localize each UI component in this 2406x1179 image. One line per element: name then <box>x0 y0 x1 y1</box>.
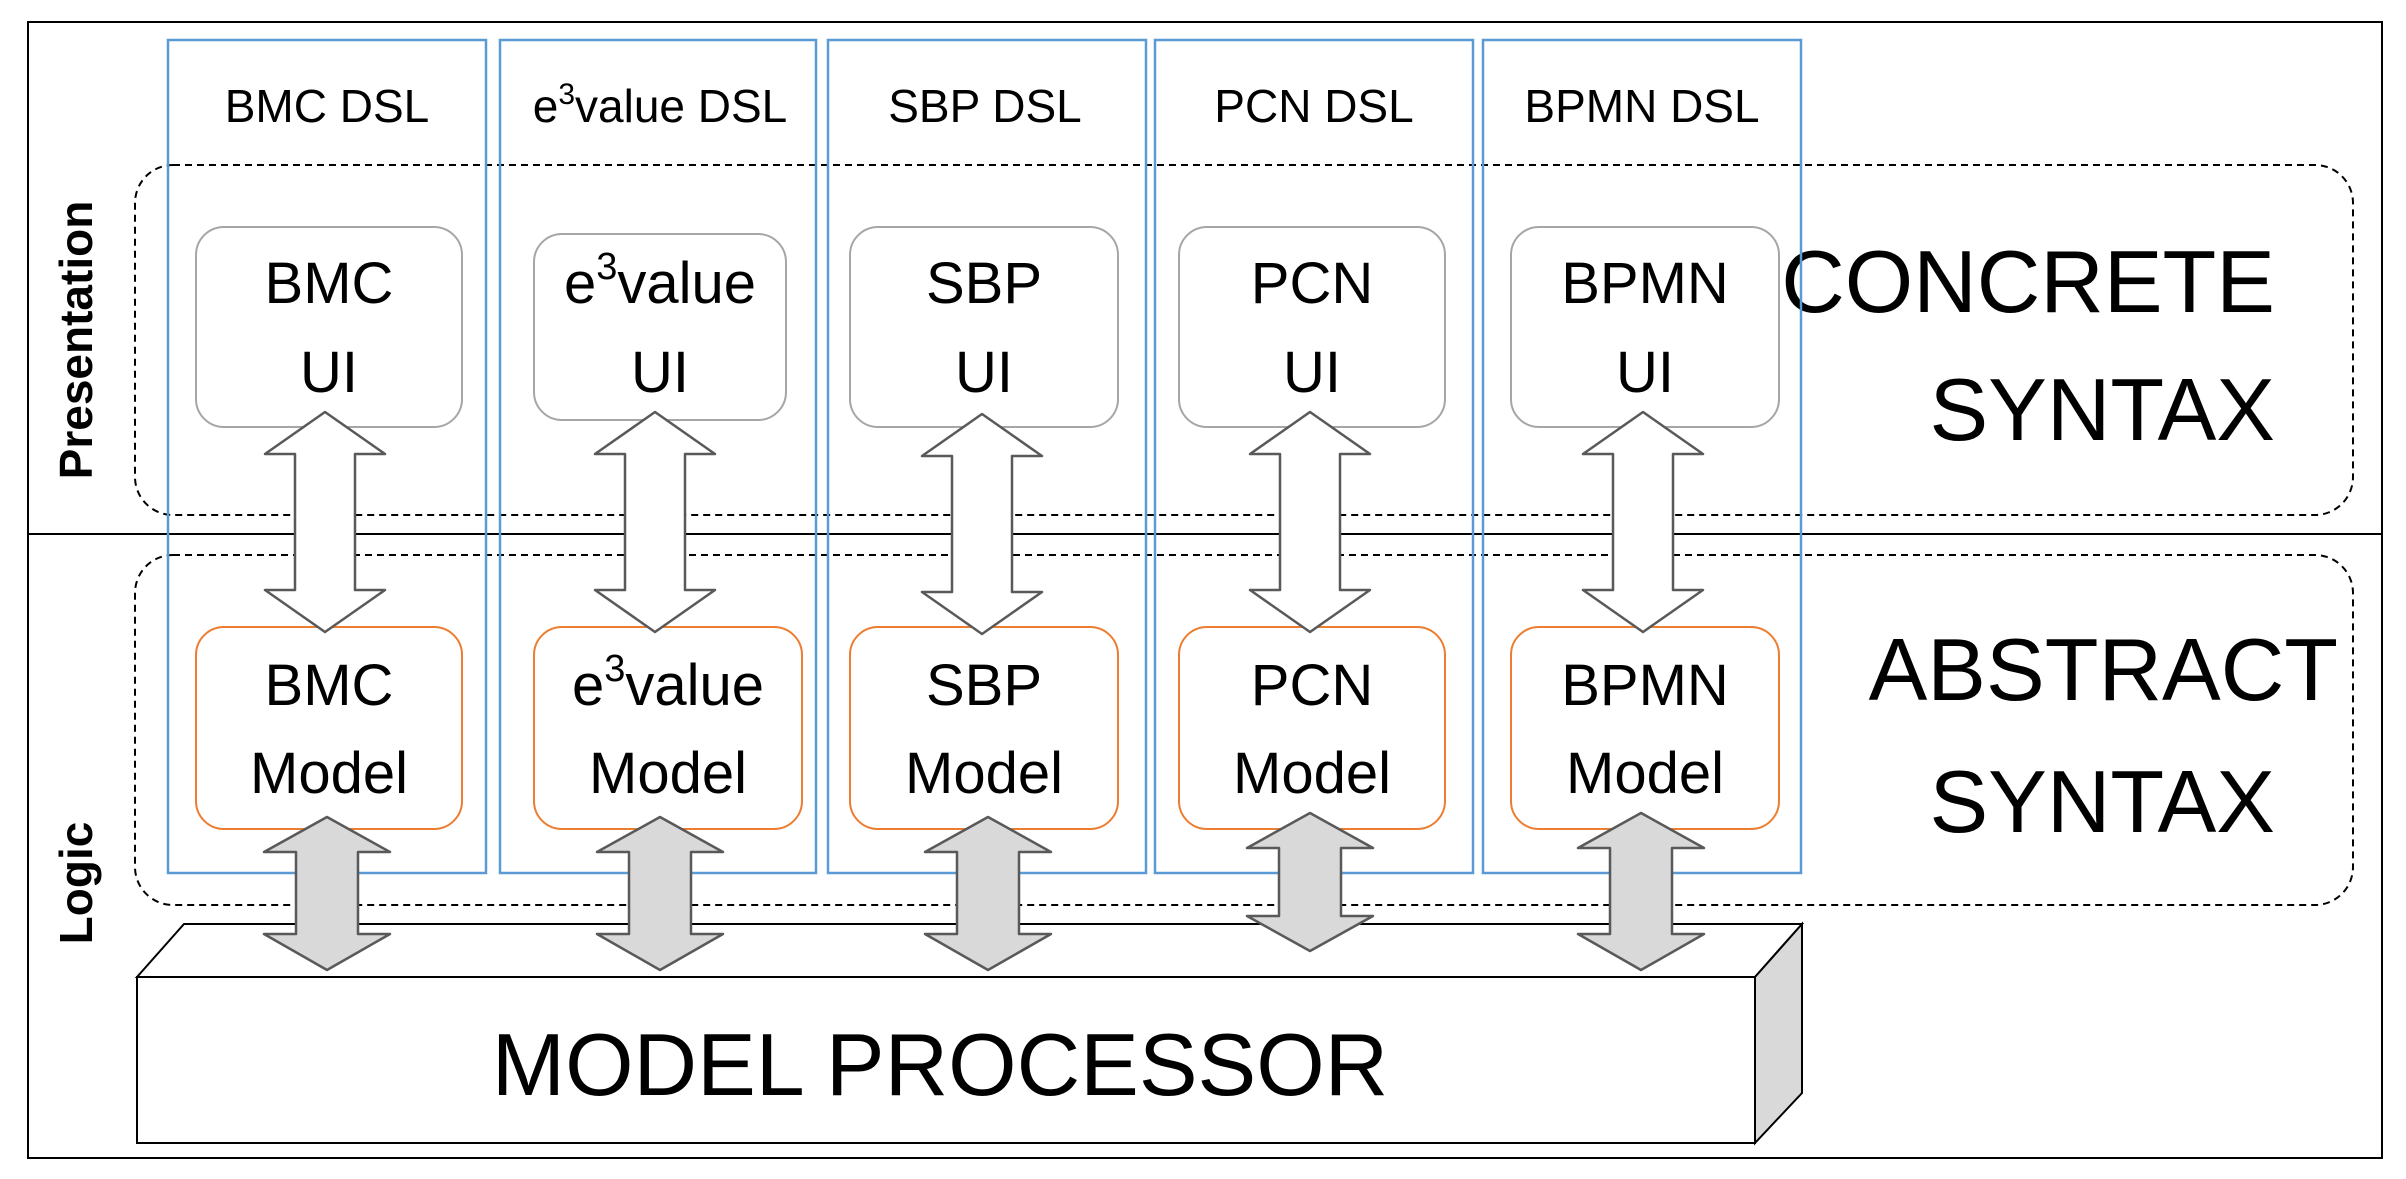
ui-box-label-line2: UI <box>1283 340 1341 405</box>
ui-box-label-line2: UI <box>955 340 1013 405</box>
model-box-label-line1: PCN <box>1251 653 1373 718</box>
abstract-syntax-title-line1: ABSTRACT <box>1869 620 2338 719</box>
ui-model-arrow-bmc <box>263 410 387 634</box>
dsl-column-e3value: e3value DSL e3value UI e3value Model <box>498 38 818 875</box>
model-processor-label: MODEL PROCESSOR <box>492 1015 1388 1114</box>
model-processor-arrow-pcn <box>1245 811 1375 953</box>
presentation-layer-label: Presentation <box>50 201 102 480</box>
model-processor-arrow-bmc <box>262 815 392 972</box>
ui-model-arrow-e3value <box>593 410 717 634</box>
dsl-header: PCN DSL <box>1214 80 1413 132</box>
concrete-syntax-title-line1: CONCRETE <box>1781 232 2275 331</box>
concrete-syntax-zone <box>134 164 2354 516</box>
model-box-label-line1: SBP <box>926 653 1042 718</box>
ui-box-label-line1: SBP <box>926 251 1042 316</box>
dsl-column-bmc: BMC DSL BMC UI BMC Model <box>166 38 488 875</box>
model-box-label-line2: Model <box>589 741 747 806</box>
ui-box-label-line2: UI <box>631 340 689 405</box>
dsl-column-pcn: PCN DSL PCN UI PCN Model <box>1153 38 1475 875</box>
ui-box-label-line2: UI <box>300 340 358 405</box>
model-processor-arrow-e3value <box>595 815 725 972</box>
model-box-label-line2: Model <box>1233 741 1391 806</box>
model-box-label-line2: Model <box>1566 741 1724 806</box>
ui-model-arrow-pcn <box>1248 410 1372 634</box>
ui-box-label-line2: UI <box>1616 340 1674 405</box>
model-processor-arrow-bpmn <box>1576 811 1706 972</box>
dsl-column-sbp: SBP DSL SBP UI SBP Model <box>826 38 1148 875</box>
model-processor-front <box>136 976 1756 1144</box>
dsl-header: SBP DSL <box>888 80 1081 132</box>
dsl-header: e3value DSL <box>533 78 788 132</box>
logic-layer-label: Logic <box>50 822 102 945</box>
dsl-column-bpmn: BPMN DSL BPMN UI BPMN Model <box>1481 38 1803 875</box>
abstract-syntax-title-line2: SYNTAX <box>1929 752 2275 851</box>
ui-box-label-line1: BMC <box>265 251 394 316</box>
model-box-label-line1: BMC <box>265 653 394 718</box>
ui-model-arrow-sbp <box>920 412 1044 636</box>
abstract-syntax-zone <box>134 554 2354 906</box>
ui-model-arrow-bpmn <box>1581 410 1705 634</box>
model-box-label-line1: BPMN <box>1561 653 1729 718</box>
ui-box-label-line1: e3value <box>564 246 756 316</box>
ui-box-label-line1: PCN <box>1251 251 1373 316</box>
model-box-label-line2: Model <box>250 741 408 806</box>
concrete-syntax-title-line2: SYNTAX <box>1929 360 2275 459</box>
dsl-header: BPMN DSL <box>1524 80 1759 132</box>
dsl-header: BMC DSL <box>225 80 429 132</box>
model-processor-arrow-sbp <box>923 815 1053 972</box>
model-box-label-line2: Model <box>905 741 1063 806</box>
model-box-label-line1: e3value <box>572 648 764 718</box>
ui-box-label-line1: BPMN <box>1561 251 1729 316</box>
